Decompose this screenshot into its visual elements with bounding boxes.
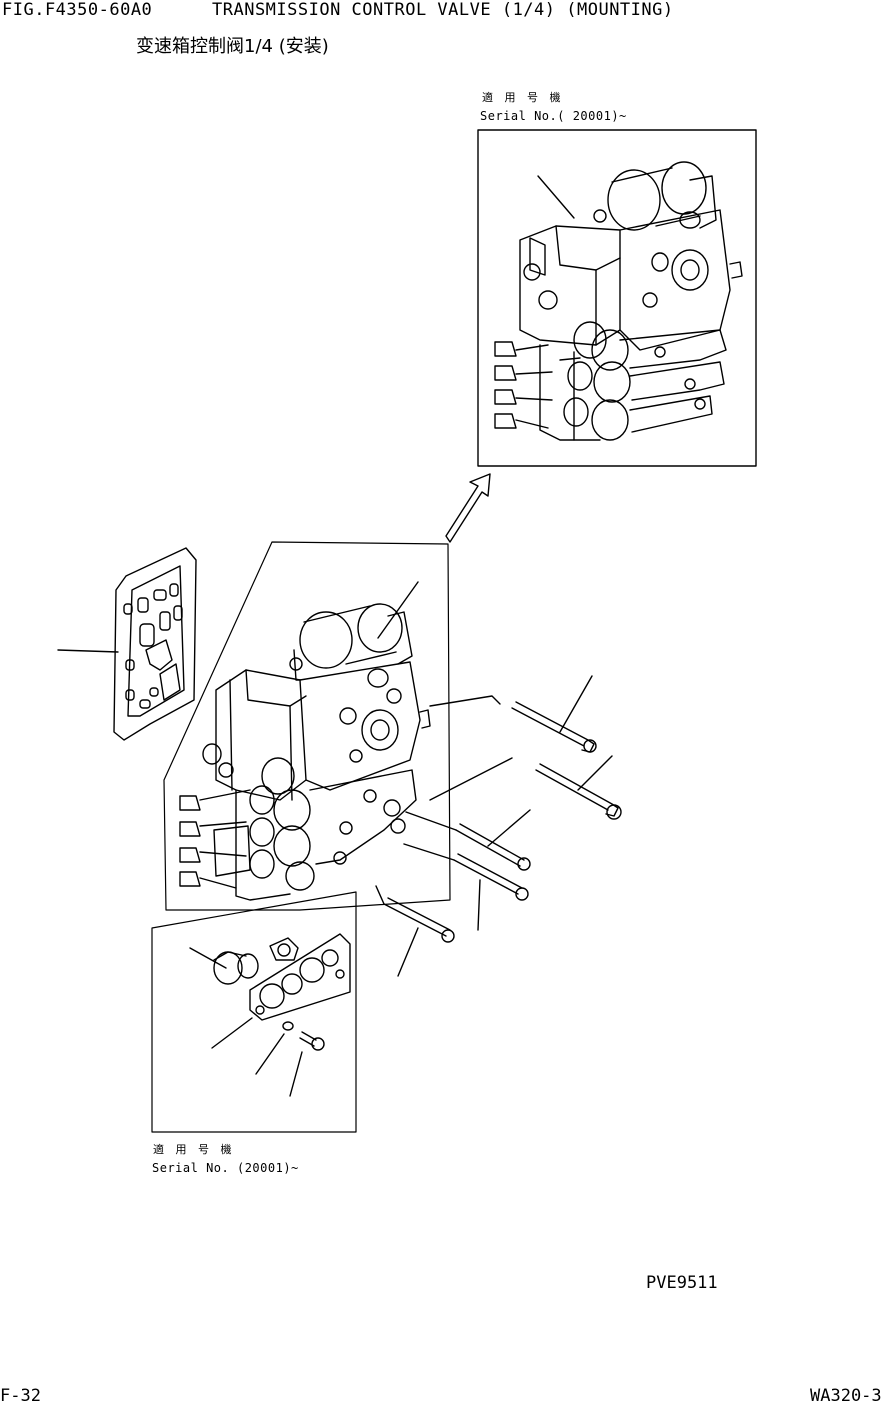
figure-title: TRANSMISSION CONTROL VALVE (1/4) (MOUNTI…: [212, 0, 674, 20]
bolt-2: [536, 764, 618, 816]
bolt-leaders: [398, 676, 612, 976]
bolt-4: [454, 854, 522, 894]
top-inset: [478, 130, 756, 466]
reference-arrow: [446, 474, 490, 542]
top-inset-leader: [538, 176, 574, 218]
top-inset-applicability-label: 適 用 号 機: [482, 91, 565, 104]
illustration-code: PVE9511: [646, 1273, 718, 1293]
mounting-bolts: [376, 702, 621, 942]
top-inset-valve-assembly: [495, 162, 742, 440]
main-valve-assembly: [180, 604, 512, 900]
bottom-inset-frame: [152, 892, 356, 1132]
gasket-leader: [58, 650, 118, 652]
model-number: WA320-3: [810, 1386, 882, 1406]
bottom-inset-applicability-label: 適 用 号 機: [153, 1143, 236, 1156]
bolt-1: [512, 702, 594, 752]
main-view-frame: [164, 542, 450, 910]
figure-title-chinese: 变速箱控制阀1/4 (安装): [136, 36, 329, 57]
top-inset-serial-number: Serial No.( 20001)~: [480, 109, 627, 123]
bottom-inset-serial-number: Serial No. (20001)~: [152, 1161, 299, 1175]
bottom-inset: [152, 892, 356, 1132]
page-number: F-32: [0, 1386, 41, 1406]
main-valve-leader: [378, 582, 418, 638]
gasket: [114, 548, 196, 740]
bolt-5: [384, 898, 450, 936]
bottom-inset-leaders: [190, 948, 302, 1096]
figure-code: FIG.F4350-60A0: [2, 0, 153, 20]
top-inset-frame: [478, 130, 756, 466]
